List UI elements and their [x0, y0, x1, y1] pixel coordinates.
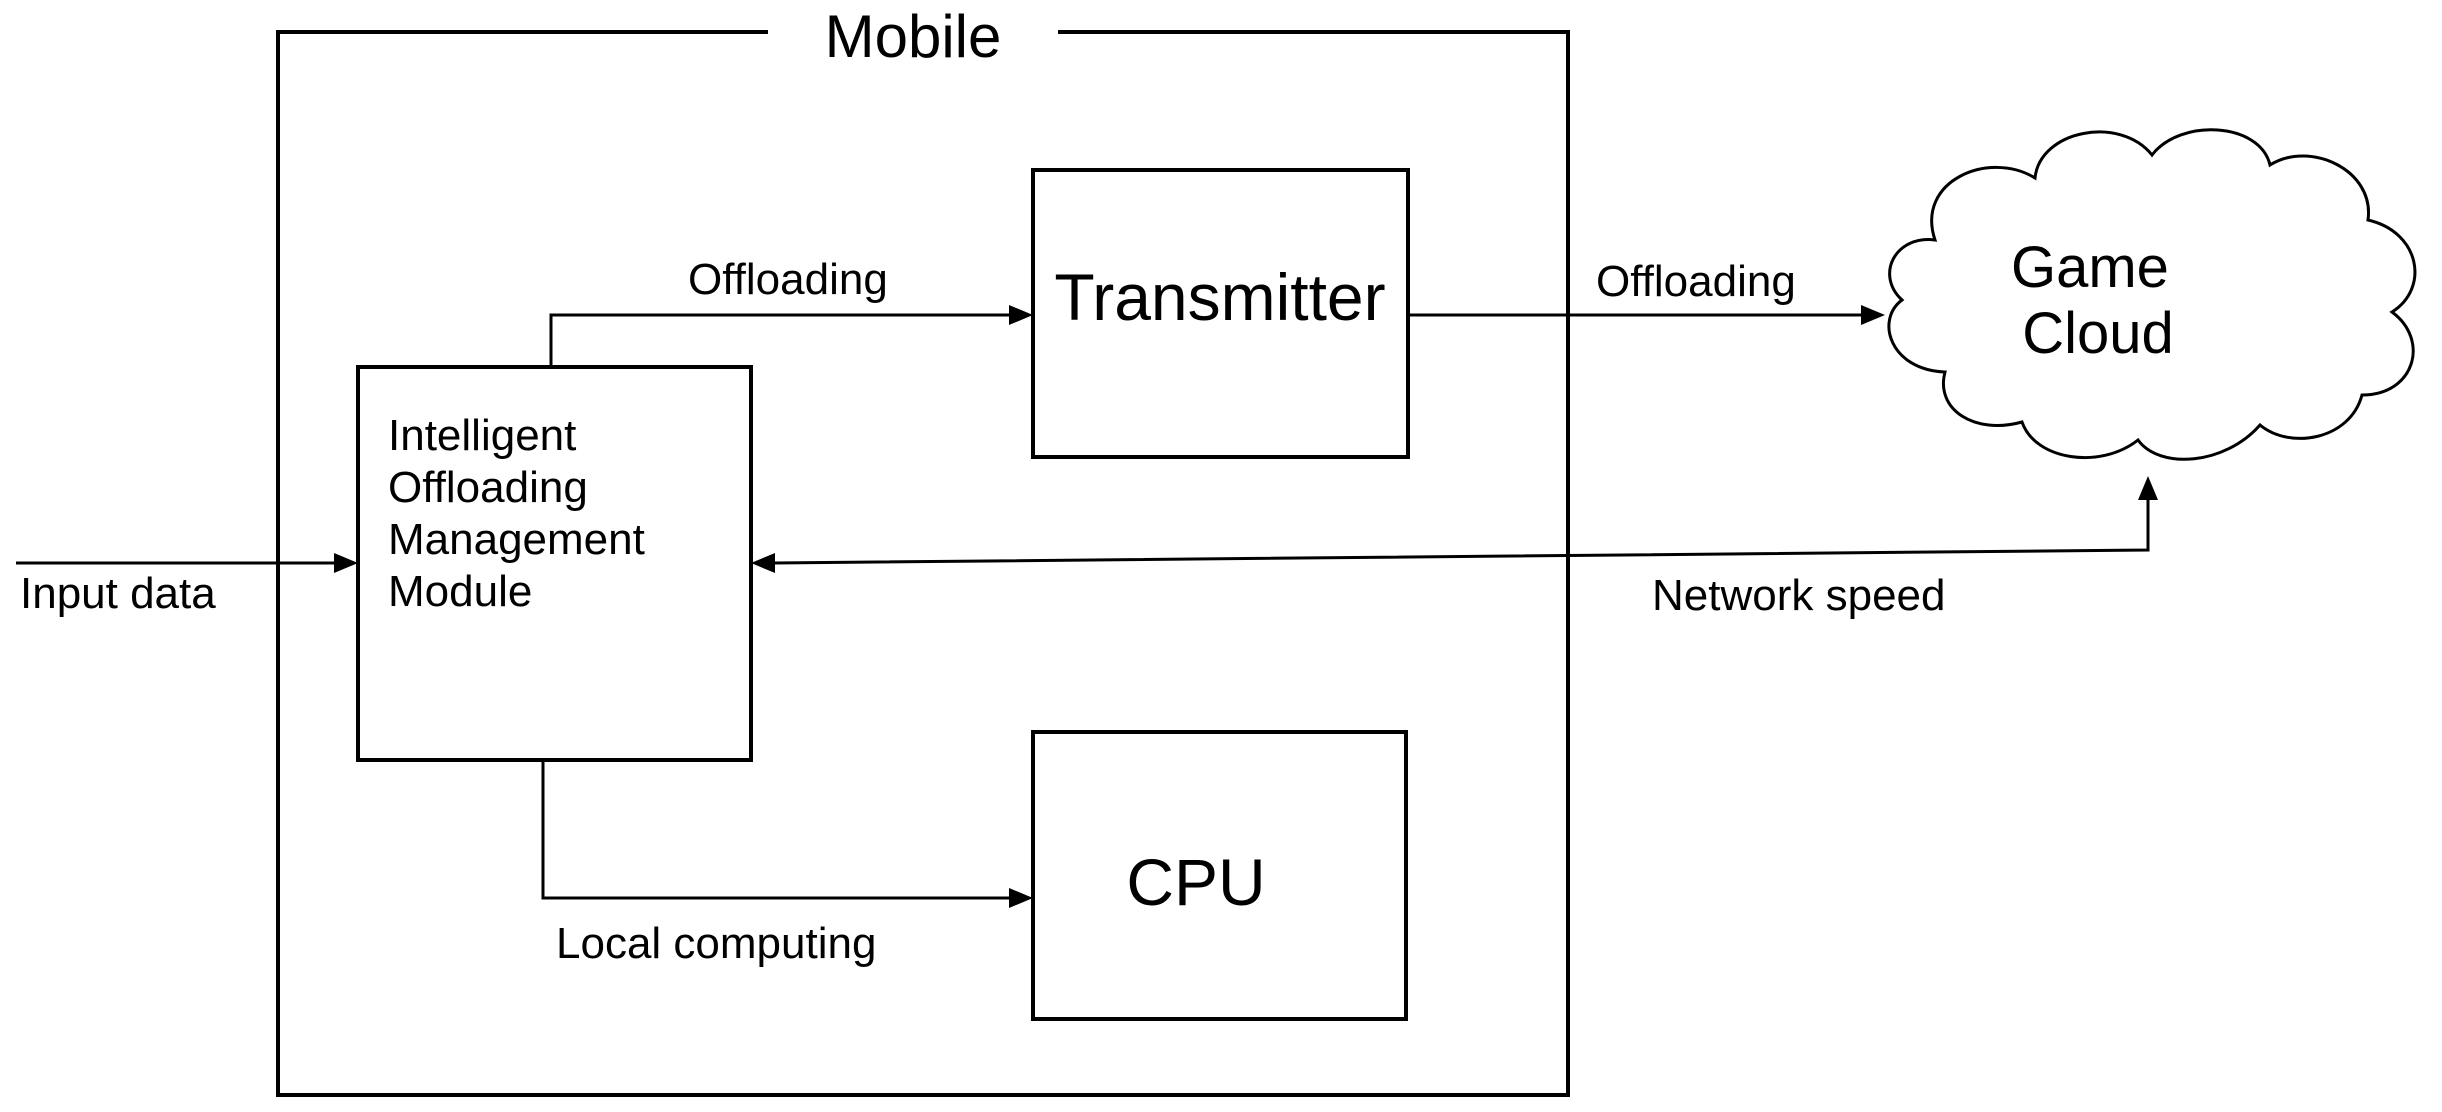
local-computing-label: Local computing: [556, 919, 876, 968]
offloading-external-label: Offloading: [1596, 257, 1796, 306]
mobile-container-title: Mobile: [825, 3, 1002, 70]
cpu-label: CPU: [1126, 845, 1265, 919]
offload-to-transmitter-line: [549, 313, 1010, 367]
module-line-2: Offloading: [388, 463, 588, 512]
cloud-line-1: Game: [2011, 235, 2169, 300]
input-arrowhead: [334, 553, 358, 573]
input-data-label: Input data: [20, 569, 216, 618]
game-cloud-shape: [1887, 128, 2417, 461]
module-line-4: Module: [388, 567, 532, 616]
cpu-box: [1031, 730, 1408, 1021]
network-speed-arrowhead-module: [751, 553, 775, 573]
transmitter-box: [1031, 168, 1410, 459]
offload-to-cloud-arrowhead: [1861, 305, 1885, 325]
network-speed-arrowhead-cloud: [2138, 476, 2158, 500]
game-cloud-label: Game Cloud: [2011, 235, 2185, 366]
module-line-1: Intelligent: [388, 411, 576, 460]
offloading-internal-label: Offloading: [688, 255, 888, 304]
offloading-module-box: [356, 365, 753, 762]
local-computing-arrowhead: [1009, 888, 1033, 908]
module-line-3: Management: [388, 515, 645, 564]
mobile-container-border: [276, 30, 1570, 1097]
cloud-line-2: Cloud: [2022, 301, 2174, 366]
network-speed-line: [773, 498, 2150, 565]
network-speed-label: Network speed: [1652, 571, 1945, 620]
offloading-module-label: Intelligent Offloading Management Module: [388, 411, 657, 616]
transmitter-label: Transmitter: [1054, 260, 1385, 334]
offload-to-transmitter-arrowhead: [1009, 305, 1033, 325]
local-computing-line: [541, 760, 1010, 900]
